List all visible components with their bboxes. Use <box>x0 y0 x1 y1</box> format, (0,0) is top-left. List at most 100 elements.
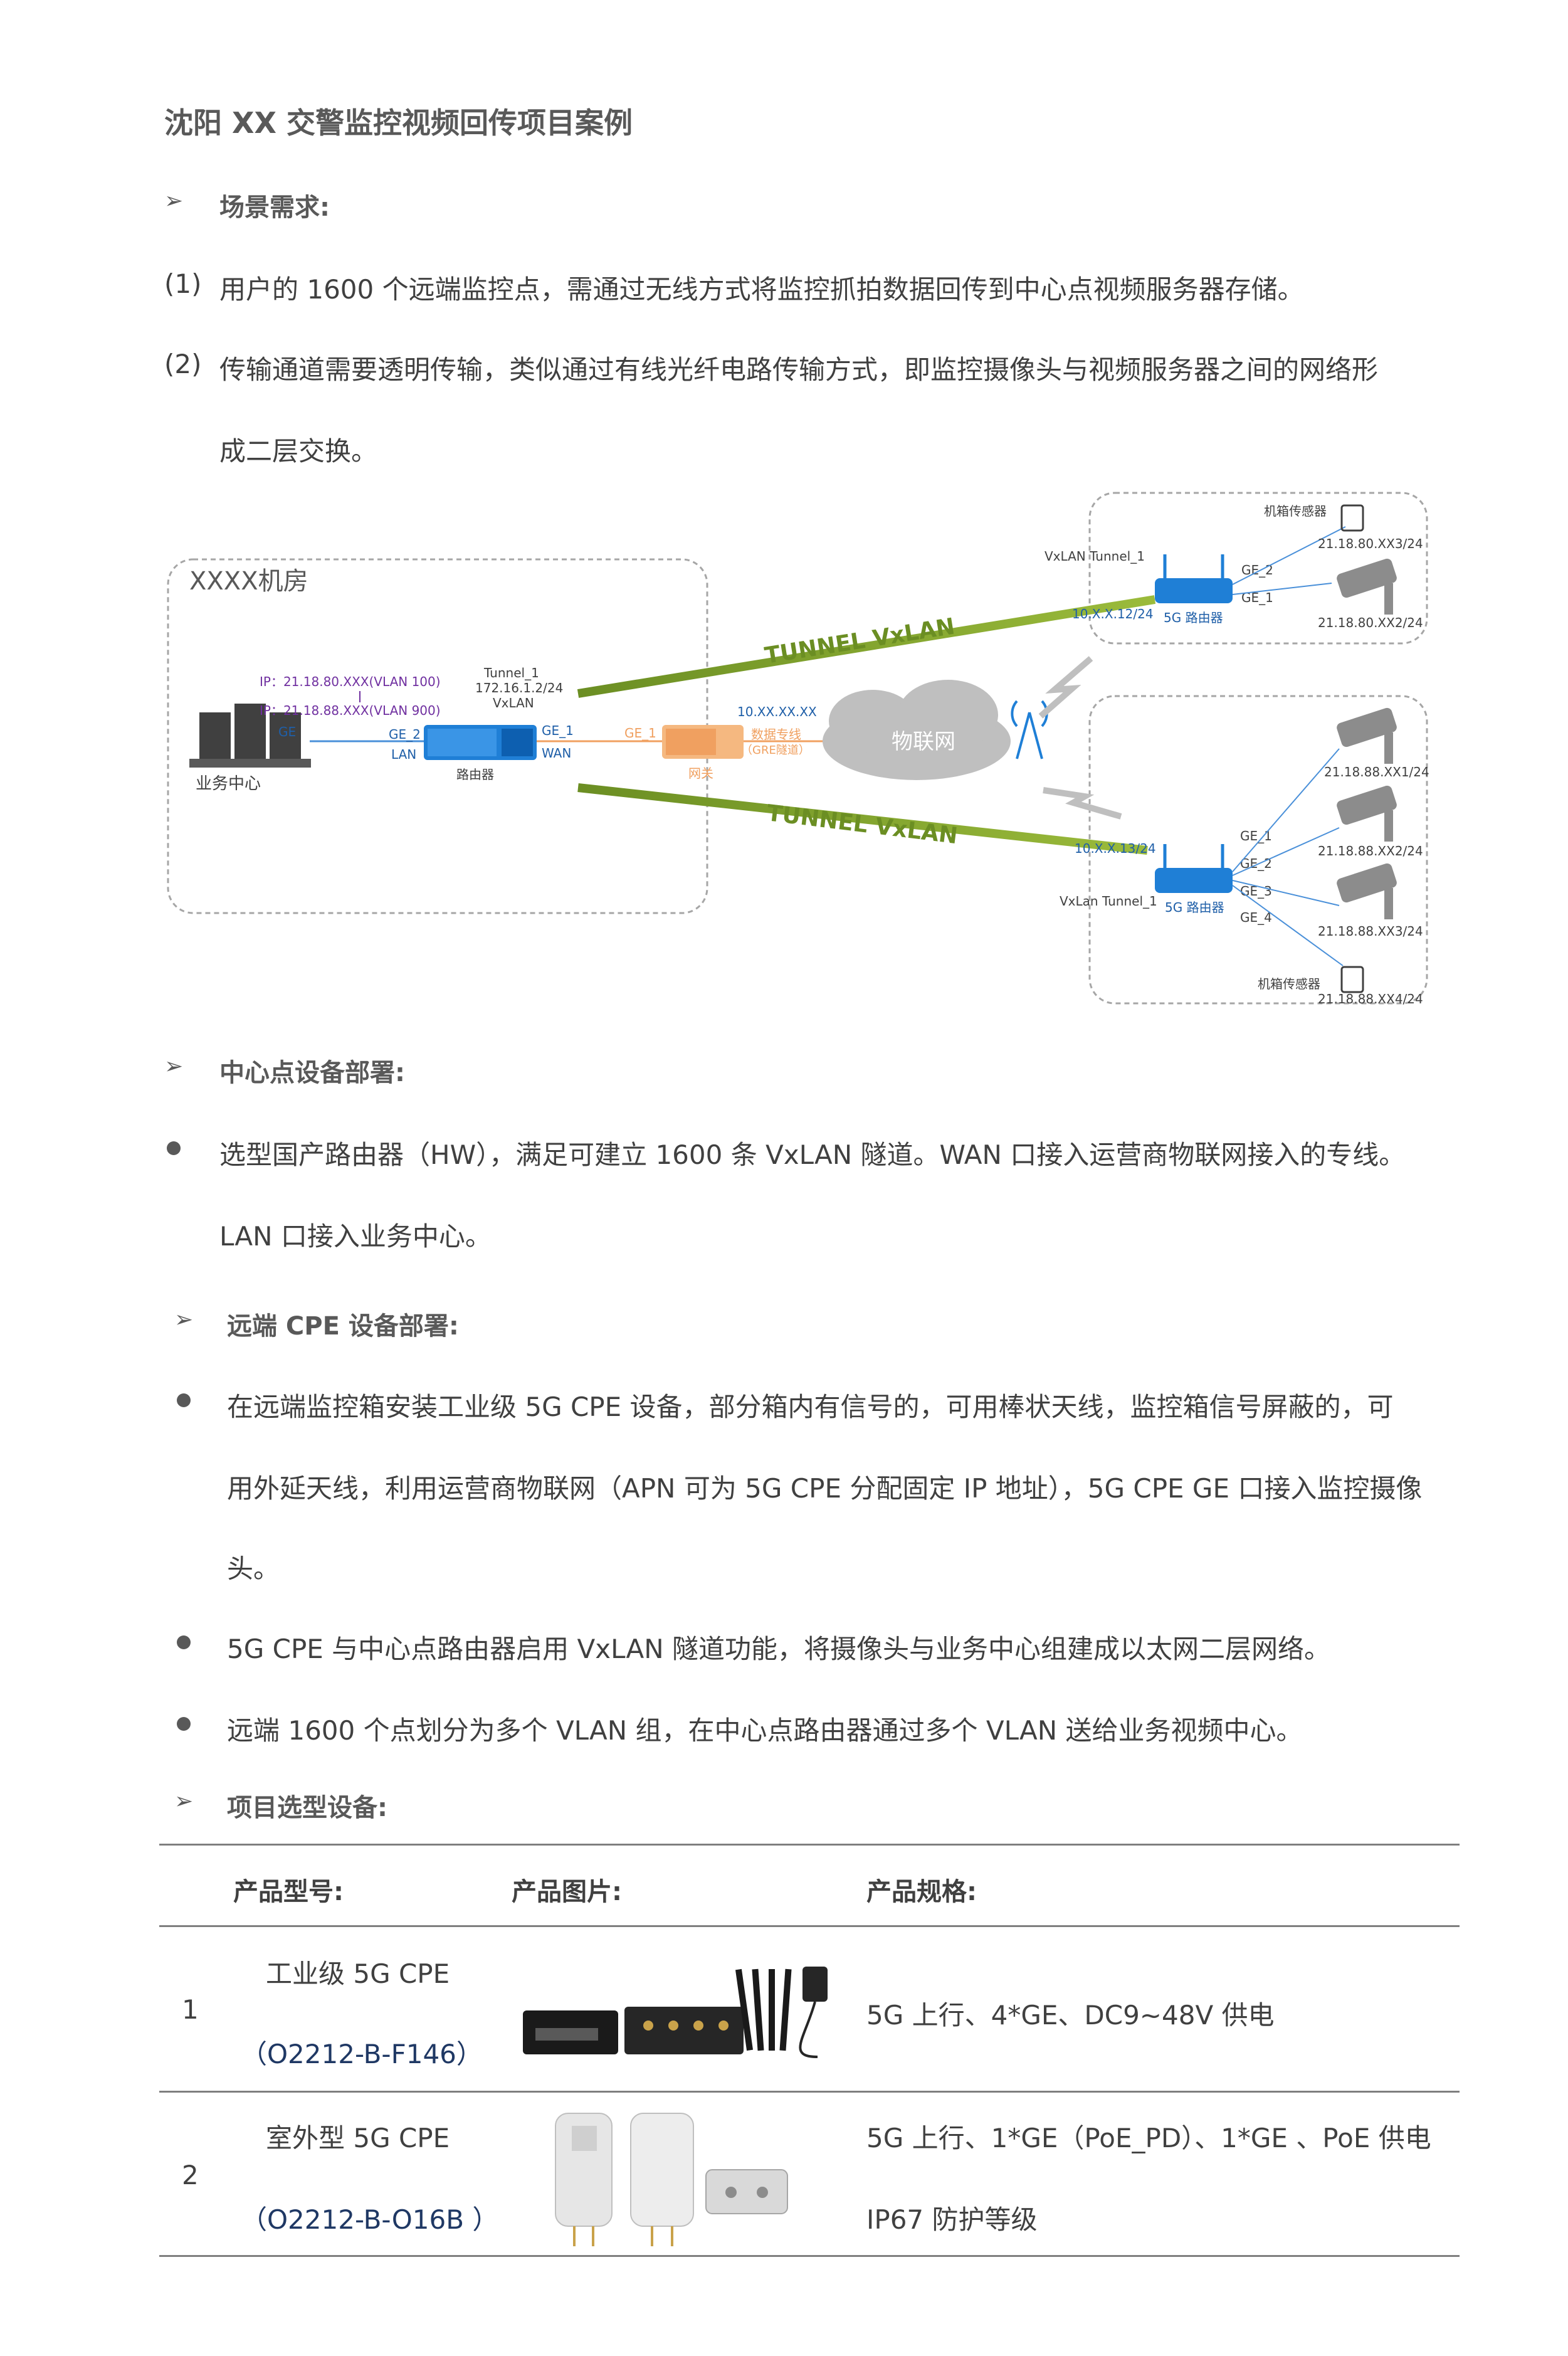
tunnel-label-bottom: TUNNEL VxLAN <box>766 800 959 849</box>
gateway-ip-label: 10.XX.XX.XX <box>737 704 817 719</box>
bullet-icon <box>177 1393 191 1407</box>
camera-icon <box>1337 863 1397 919</box>
gateway-label: 网关 <box>688 766 713 781</box>
product-model: （O2212-B-O16B ） <box>241 2204 499 2235</box>
leased-line-label: 数据专线 <box>751 727 801 742</box>
remote-bullet-3: 远端 1600 个点划分为多个 VLAN 组，在中心点路由器通过多个 VLAN … <box>227 1715 1303 1746</box>
bottom-ge4-label: GE_4 <box>1240 910 1272 925</box>
arrow-marker-icon: ➢ <box>174 1307 194 1333</box>
camera-icon <box>1337 785 1397 842</box>
center-line-2: LAN 口接入业务中心。 <box>219 1221 492 1252</box>
scene-item-2-line2: 成二层交换。 <box>219 436 378 467</box>
product-image-outdoor-cpe <box>555 2113 788 2246</box>
bottom-ip-xx4: 21.18.88.XX4/24 <box>1318 991 1423 1006</box>
iot-label: 物联网 <box>892 729 955 754</box>
item-number: (1) <box>164 268 202 299</box>
bottom-site-box <box>1088 695 1428 1005</box>
top-router-label: 5G 路由器 <box>1164 610 1223 625</box>
top-vxlan-tunnel-label: VxLAN Tunnel_1 <box>1044 549 1145 564</box>
ge2-label: GE_2 <box>389 727 421 742</box>
bottom-sensor-label: 机箱传感器 <box>1258 976 1320 991</box>
bottom-ip-xx2: 21.18.88.XX2/24 <box>1318 843 1423 858</box>
top-ge2-label: GE_2 <box>1241 563 1273 578</box>
center-line-1: 选型国产路由器（HW），满足可建立 1600 条 VxLAN 隧道。WAN 口接… <box>219 1139 1406 1170</box>
top-cpe-ip-label: 10.X.X.12/24 <box>1072 606 1154 621</box>
bottom-cpe-ip-label: 10.X.X.13/24 <box>1075 841 1156 856</box>
item-number: (2) <box>164 349 202 379</box>
signal-bolt-icon <box>1038 656 1093 719</box>
arrow-marker-icon: ➢ <box>164 1054 184 1079</box>
remote-bullet-2: 5G CPE 与中心点路由器启用 VxLAN 隧道功能，将摄像头与业务中心组建成… <box>227 1634 1330 1664</box>
router-label: 路由器 <box>456 767 494 782</box>
product-name: 室外型 5G CPE <box>266 2123 450 2153</box>
table-header-model: 产品型号: <box>233 1878 344 1906</box>
section-heading-center: 中心点设备部署: <box>219 1059 405 1087</box>
top-site-box <box>1088 492 1428 645</box>
room-label: XXXX机房 <box>189 567 308 596</box>
top-sensor-label: 机箱传感器 <box>1264 504 1327 519</box>
bottom-ge2-label: GE_2 <box>1240 856 1272 871</box>
tunnel-label-top: TUNNEL VxLAN <box>763 614 957 669</box>
page-title: 沈阳 XX 交警监控视频回传项目案例 <box>164 106 633 140</box>
gre-label: （GRE隧道） <box>741 744 810 757</box>
ge-port-label: GE <box>278 724 296 739</box>
table-rule <box>159 2091 1460 2093</box>
signal-bolt-icon <box>1043 787 1122 820</box>
arrow-marker-icon: ➢ <box>164 188 184 214</box>
table-header-image: 产品图片: <box>512 1878 622 1906</box>
business-center-label: 业务中心 <box>196 774 261 793</box>
camera-icon <box>1337 707 1397 764</box>
top-ip-xx3: 21.18.80.XX3/24 <box>1318 536 1423 551</box>
product-name: 工业级 5G CPE <box>266 1958 450 1989</box>
cpe-router-icon <box>1155 844 1233 893</box>
remote-bullet-1-line-2: 用外延天线，利用运营商物联网（APN 可为 5G CPE 分配固定 IP 地址）… <box>227 1473 1423 1504</box>
bottom-ip-xx1: 21.18.88.XX1/24 <box>1324 764 1429 779</box>
sensor-icon <box>1340 966 1364 993</box>
network-diagram: XXXX机房 业务中心 IP：21.18.80.XXX(VLAN 100) IP… <box>167 492 1429 1006</box>
product-model: （O2212-B-F146） <box>241 2039 483 2069</box>
arrow-marker-icon: ➢ <box>174 1788 194 1814</box>
tunnel1-label: Tunnel_1 <box>483 665 539 680</box>
section-heading-remote: 远端 CPE 设备部署: <box>227 1312 459 1341</box>
table-row-number: 1 <box>182 1994 199 2025</box>
sensor-icon <box>1340 504 1364 532</box>
table-rule <box>159 1844 1460 1846</box>
remote-bullet-1-line-1: 在远端监控箱安装工业级 5G CPE 设备，部分箱内有信号的，可用棒状天线，监控… <box>227 1392 1394 1422</box>
table-rule <box>159 1925 1460 1927</box>
product-spec-line-2: IP67 防护等级 <box>866 2204 1038 2235</box>
ge1-label: GE_1 <box>542 723 574 738</box>
scene-item-1: 用户的 1600 个远端监控点，需通过无线方式将监控抓拍数据回传到中心点视频服务… <box>219 274 1304 305</box>
lan-label: LAN <box>391 747 416 762</box>
camera-icon <box>1337 558 1397 615</box>
tunnel-line <box>577 595 1156 698</box>
bullet-icon <box>177 1717 191 1731</box>
table-row-number: 2 <box>182 2160 199 2190</box>
bottom-ge1-label: GE_1 <box>1240 828 1272 843</box>
gateway-ge1-label: GE_1 <box>624 726 656 741</box>
table-rule <box>159 2255 1460 2257</box>
bottom-vxlan-tunnel-label: VxLan Tunnel_1 <box>1060 894 1157 909</box>
top-ip-xx2: 21.18.80.XX2/24 <box>1318 615 1423 630</box>
router-icon <box>424 725 537 760</box>
bottom-router-label: 5G 路由器 <box>1165 900 1224 915</box>
server-cluster-icon <box>189 704 311 768</box>
table-header-spec: 产品规格: <box>866 1878 977 1906</box>
vxlan-label: VxLAN <box>493 695 534 710</box>
section-heading-devices: 项目选型设备: <box>227 1793 387 1822</box>
wan-label: WAN <box>542 746 571 761</box>
bullet-icon <box>167 1141 181 1155</box>
product-spec: 5G 上行、4*GE、DC9~48V 供电 <box>866 2000 1275 2031</box>
tunnel-ip-label: 172.16.1.2/24 <box>475 680 563 695</box>
ip-vlan-900: IP：21.18.88.XXX(VLAN 900) <box>260 703 441 718</box>
bullet-icon <box>177 1635 191 1649</box>
section-heading-scene: 场景需求: <box>219 193 330 222</box>
remote-bullet-1-line-3: 头。 <box>227 1553 280 1584</box>
product-image-industrial-cpe <box>523 1967 828 2058</box>
scene-item-2-line1: 传输通道需要透明传输，类似通过有线光纤电路传输方式，即监控摄像头与视频服务器之间… <box>219 354 1379 385</box>
tunnel-line <box>577 783 1148 855</box>
gateway-icon <box>662 725 744 759</box>
cpe-router-icon <box>1155 554 1233 603</box>
cloud-icon <box>823 680 1011 780</box>
ip-vlan-100: IP：21.18.80.XXX(VLAN 100) <box>260 674 441 689</box>
cell-tower-icon <box>1011 700 1048 759</box>
